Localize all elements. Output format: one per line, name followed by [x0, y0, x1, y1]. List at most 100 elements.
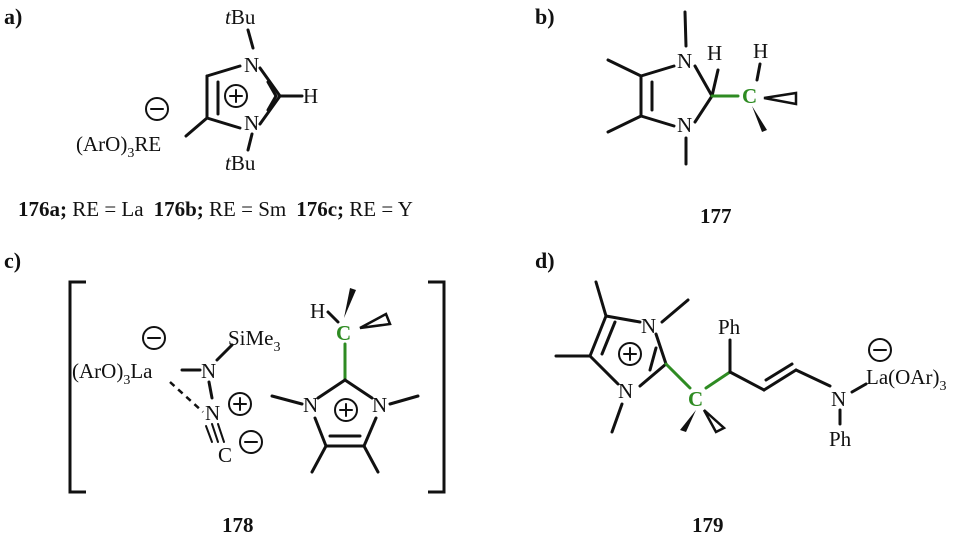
- tbu-bottom: tBu: [225, 151, 256, 175]
- bond: [764, 362, 794, 382]
- aro-la: (ArO)3La: [72, 359, 153, 388]
- bond: [755, 62, 762, 82]
- bond: [728, 370, 766, 392]
- n-amide: N: [831, 387, 846, 411]
- hash-wedge: [702, 409, 727, 434]
- bond: [648, 346, 658, 372]
- bold-wedge: [680, 410, 696, 432]
- n-bottom: N: [677, 113, 692, 137]
- minus-charge-icon: [145, 97, 169, 121]
- right-bracket: [428, 280, 446, 494]
- bond: [246, 28, 255, 50]
- bold-wedge: [752, 106, 767, 132]
- h-atom: H: [310, 299, 325, 323]
- ph-top: Ph: [718, 315, 741, 339]
- panel-c-label: c): [4, 248, 21, 273]
- bond: [326, 310, 340, 324]
- h-atom-2: H: [753, 39, 768, 63]
- caption-177: 177: [700, 204, 732, 228]
- caption-178: 178: [222, 513, 254, 537]
- left-bracket: [68, 280, 86, 494]
- panel-b: b) N N H C H 177: [535, 4, 798, 228]
- bond: [794, 368, 832, 388]
- minus-charge-icon: [868, 338, 892, 362]
- bond-highlight: [704, 370, 732, 390]
- bond: [639, 114, 676, 128]
- bond-highlight: [664, 362, 692, 390]
- bond: [266, 94, 278, 112]
- bond: [258, 66, 282, 98]
- panel-c: c) (ArO)3La N SiMe3 N C H C N N: [4, 248, 446, 537]
- panel-b-label: b): [535, 4, 555, 29]
- panel-a-label: a): [4, 4, 22, 29]
- bond: [762, 368, 798, 392]
- bond: [215, 343, 234, 362]
- plus-charge-icon: [618, 342, 642, 366]
- n-left: N: [303, 393, 318, 417]
- n-plus: N: [205, 401, 220, 425]
- h-atom-1: H: [707, 41, 722, 65]
- bond: [604, 314, 642, 324]
- bond: [205, 425, 213, 443]
- bond: [266, 80, 278, 98]
- bold-wedge: [344, 288, 356, 318]
- n-top: N: [641, 314, 656, 338]
- bond: [710, 68, 720, 98]
- bond: [258, 94, 282, 126]
- plus-charge-icon: [224, 84, 248, 108]
- hash-wedge: [359, 312, 392, 330]
- bond: [693, 64, 714, 98]
- carbene-carbon: C: [688, 387, 703, 411]
- bond: [610, 402, 624, 434]
- hash-wedge: [763, 91, 798, 106]
- bond: [362, 416, 378, 448]
- bond: [246, 132, 254, 152]
- minus-charge-icon: [142, 326, 166, 350]
- n-amide: N: [201, 359, 216, 383]
- n-bottom: N: [618, 379, 633, 403]
- bond: [660, 298, 690, 324]
- bond: [343, 378, 374, 400]
- bond: [683, 10, 688, 48]
- n-top: N: [244, 53, 259, 77]
- caption-179: 179: [692, 513, 724, 537]
- la-oar3: La(OAr)3: [866, 365, 946, 394]
- ph-bottom: Ph: [829, 427, 852, 451]
- bond: [211, 423, 219, 443]
- bond: [588, 354, 620, 386]
- minus-charge-icon: [239, 430, 263, 454]
- bond: [639, 64, 676, 78]
- bond: [207, 380, 214, 400]
- bond: [205, 116, 242, 130]
- n-bottom: N: [244, 111, 259, 135]
- n-top: N: [677, 49, 692, 73]
- bond: [606, 58, 643, 78]
- sime3: SiMe3: [228, 326, 281, 355]
- aro-re: (ArO)3RE: [76, 132, 161, 161]
- carbene-carbon: C: [742, 84, 757, 108]
- panel-d: d) N N C Ph N Ph La(OAr)3 179: [535, 248, 946, 537]
- plus-charge-icon: [334, 398, 358, 422]
- bond: [184, 116, 209, 138]
- n-right: N: [372, 393, 387, 417]
- carbene-carbon: C: [336, 321, 351, 345]
- bond: [313, 416, 328, 448]
- c-minus: C: [218, 443, 232, 467]
- panel-d-label: d): [535, 248, 555, 273]
- bond: [850, 382, 868, 394]
- bond: [362, 444, 380, 474]
- bond: [316, 378, 347, 400]
- bond: [606, 114, 643, 134]
- bond: [205, 64, 242, 78]
- bond: [594, 280, 608, 318]
- tbu-top: tBu: [225, 5, 256, 29]
- bond: [388, 394, 420, 406]
- bond: [310, 444, 328, 474]
- bond: [654, 332, 668, 366]
- bond: [270, 394, 304, 406]
- h-atom: H: [303, 84, 318, 108]
- dashed-bond: [169, 381, 204, 413]
